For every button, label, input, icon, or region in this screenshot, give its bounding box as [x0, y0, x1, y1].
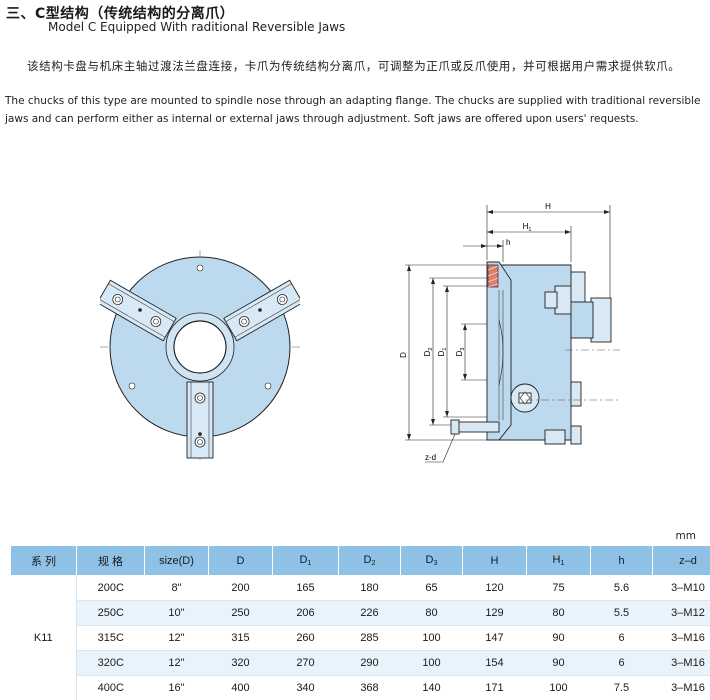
description-cn: 该结构卡盘与机床主轴过渡法兰盘连接，卡爪为传统结构分离爪，可调整为正爪或反爪使用… — [27, 59, 681, 73]
table-cell: 100 — [400, 650, 463, 676]
col-header-H1: H1 — [526, 545, 591, 576]
table-cell: 65 — [400, 575, 463, 601]
series-cell: K11 — [10, 575, 77, 700]
table-cell: 250C — [76, 600, 145, 626]
jaw-bottom — [186, 381, 214, 459]
col-header-H: H — [462, 545, 527, 576]
dim-label-D3: D3 — [455, 348, 466, 357]
table-cell: 400 — [208, 675, 273, 700]
table-cell: 226 — [338, 600, 401, 626]
col-header-D3: D3 — [400, 545, 463, 576]
table-cell: 154 — [462, 650, 527, 676]
col-header-D: D — [208, 545, 273, 576]
table-cell: 16" — [144, 675, 209, 700]
col-header-D2: D2 — [338, 545, 401, 576]
table-cell: 147 — [462, 625, 527, 651]
jaw-upper-left — [100, 279, 177, 342]
table-cell: 8" — [144, 575, 209, 601]
description-en: The chucks of this type are mounted to s… — [5, 95, 701, 125]
table-cell: 80 — [400, 600, 463, 626]
table-cell: 200C — [76, 575, 145, 601]
table-cell: 100 — [400, 625, 463, 651]
chuck-front-view — [100, 250, 300, 460]
table-cell: 5.5 — [590, 600, 653, 626]
col-header-D1: D1 — [272, 545, 339, 576]
table-cell: 75 — [526, 575, 591, 601]
table-cell: 129 — [462, 600, 527, 626]
table-cell: 340 — [272, 675, 339, 700]
dim-label-D1: D1 — [437, 348, 448, 357]
col-header-h: h — [590, 545, 653, 576]
dim-label-H: H — [545, 202, 551, 211]
table-cell: 206 — [272, 600, 339, 626]
jaw-upper-right — [223, 279, 300, 342]
table-cell: 368 — [338, 675, 401, 700]
table-cell: 3–M16 — [652, 650, 710, 676]
table-cell: 6 — [590, 650, 653, 676]
table-cell: 6 — [590, 625, 653, 651]
table-cell: 5.6 — [590, 575, 653, 601]
table-cell: 3–M16 — [652, 675, 710, 700]
table-cell: 315C — [76, 625, 145, 651]
table-cell: 3–M10 — [652, 575, 710, 601]
table-cell: 140 — [400, 675, 463, 700]
table-cell: 180 — [338, 575, 401, 601]
spec-table: 系 列 规 格 size(D) D D1 D2 D3 H H1 h z–d K1… — [10, 545, 710, 700]
unit-label: mm — [675, 530, 696, 542]
table-cell: 171 — [462, 675, 527, 700]
table-cell: 320C — [76, 650, 145, 676]
table-cell: 200 — [208, 575, 273, 601]
table-cell: 165 — [272, 575, 339, 601]
table-cell: 270 — [272, 650, 339, 676]
table-cell: 12" — [144, 650, 209, 676]
table-cell: 7.5 — [590, 675, 653, 700]
dim-label-H1: H1 — [523, 222, 532, 233]
table-cell: 10" — [144, 600, 209, 626]
dim-label-D2: D2 — [423, 348, 434, 357]
table-cell: 320 — [208, 650, 273, 676]
table-cell: 400C — [76, 675, 145, 700]
table-cell: 260 — [272, 625, 339, 651]
table-cell: 290 — [338, 650, 401, 676]
page-subtitle: Model C Equipped With raditional Reversi… — [48, 20, 346, 34]
table-cell: 285 — [338, 625, 401, 651]
table-cell: 120 — [462, 575, 527, 601]
dim-label-D: D — [399, 352, 408, 358]
dim-label-h: h — [506, 238, 510, 247]
table-cell: 80 — [526, 600, 591, 626]
table-cell: 90 — [526, 650, 591, 676]
col-header-zd: z–d — [652, 545, 710, 576]
table-header-row: 系 列 规 格 size(D) D D1 D2 D3 H H1 h z–d — [10, 545, 710, 576]
page-title: 三、C型结构（传统结构的分离爪） — [6, 6, 235, 22]
table-cell: 250 — [208, 600, 273, 626]
table-cell: 90 — [526, 625, 591, 651]
col-header-size: size(D) — [144, 545, 209, 576]
col-header-series: 系 列 — [10, 545, 77, 576]
table-cell: 315 — [208, 625, 273, 651]
table-cell: 3–M12 — [652, 600, 710, 626]
table-cell: 100 — [526, 675, 591, 700]
col-header-model: 规 格 — [76, 545, 145, 576]
table-cell: 3–M16 — [652, 625, 710, 651]
dim-label-zd: z-d — [425, 453, 436, 462]
chuck-side-section-view: H H1 h D D2 D1 D3 — [399, 202, 620, 463]
table-cell: 12" — [144, 625, 209, 651]
